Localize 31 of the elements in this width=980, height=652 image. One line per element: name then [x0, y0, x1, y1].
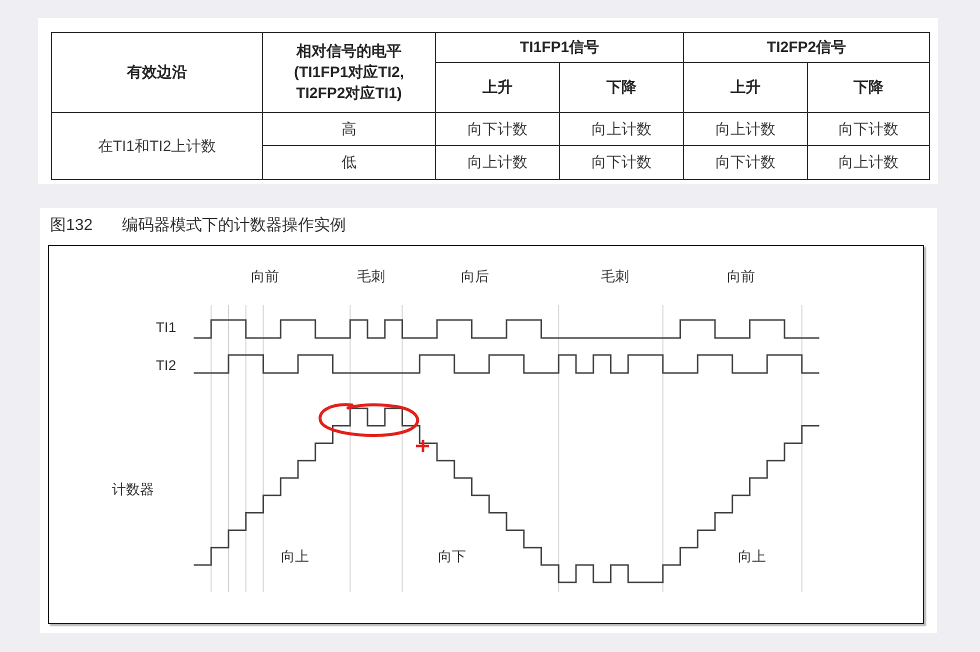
column-header: 下降 [560, 62, 684, 112]
count-direction-label: 向上 [281, 548, 309, 566]
row-header: 在TI1和TI2上计数 [52, 112, 262, 180]
direction-label: 向后 [461, 268, 489, 286]
table-cell: 向下计数 [560, 146, 684, 180]
figure-title: 图132 编码器模式下的计数器操作实例 [50, 216, 346, 236]
signal-name: TI2 [156, 357, 176, 373]
table-cell: 高 [262, 112, 436, 146]
column-header: TI2FP2信号 [684, 32, 930, 62]
table-cell: 向下计数 [436, 112, 560, 146]
table-cell: 向上计数 [808, 146, 930, 180]
signal-name: TI1 [156, 319, 176, 335]
table-cell: 向上计数 [560, 112, 684, 146]
count-direction-label: 向上 [738, 548, 766, 566]
column-header: 上升 [684, 62, 808, 112]
table-cell: 向下计数 [808, 112, 930, 146]
column-header: 上升 [436, 62, 560, 112]
column-header: 下降 [808, 62, 930, 112]
column-header: 相对信号的电平 (TI1FP1对应TI2, TI2FP2对应TI1) [262, 32, 436, 112]
count-direction-label: 向下 [438, 548, 466, 566]
column-header: 有效边沿 [52, 32, 262, 112]
direction-label: 向前 [251, 268, 279, 286]
direction-label: 向前 [727, 268, 755, 286]
glitch-label: 毛刺 [357, 268, 385, 286]
signal-name: 计数器 [112, 481, 154, 499]
glitch-label: 毛刺 [601, 268, 629, 286]
column-header: TI1FP1信号 [436, 32, 684, 62]
table-cell: 向上计数 [684, 112, 808, 146]
table-cell: 向下计数 [684, 146, 808, 180]
table-cell: 向上计数 [436, 146, 560, 180]
table-cell: 低 [262, 146, 436, 180]
